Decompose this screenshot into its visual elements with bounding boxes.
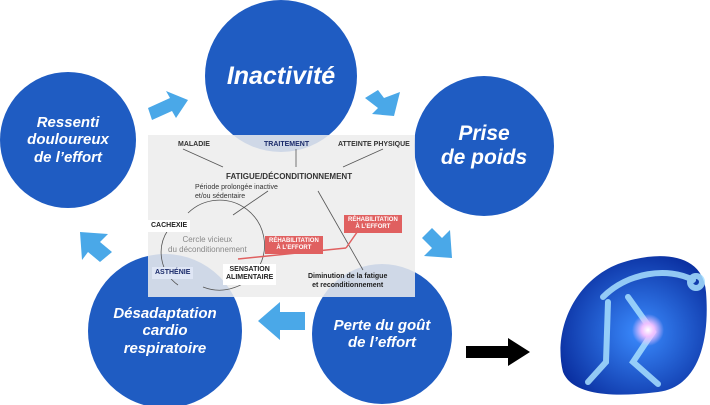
label-prise-poids: Prise de poids — [440, 121, 528, 169]
label-sensation-alimentaire: SENSATION ALIMENTAIRE — [223, 264, 277, 285]
circle-inactivite: Inactivité — [205, 0, 357, 152]
label-desadaptation: Désadaptation cardio respiratoire — [113, 305, 217, 357]
circle-desadaptation: Désadaptation cardio respiratoire — [88, 254, 242, 405]
arrow-prise-to-perte — [422, 228, 452, 258]
label-periode: Période prolongée inactive et/ou sédenta… — [195, 184, 278, 200]
deconditioning-inset-image: MALADIE TRAITEMENT ATTEINTE PHYSIQUE FAT… — [148, 135, 415, 297]
arrow-desadaptation-to-ressenti — [80, 232, 112, 262]
arrow-perte-to-desadaptation — [258, 302, 305, 340]
knee-pain-glow — [632, 314, 664, 346]
circle-prise-poids: Prise de poids — [414, 76, 554, 216]
label-perte-gout: Perte du goût de l’effort — [333, 316, 431, 351]
knee-pain-body-image — [560, 256, 707, 395]
circle-ressenti: Ressenti douloureux de l’effort — [0, 72, 136, 208]
label-cachexie: CACHEXIE — [148, 220, 191, 233]
label-rehabilitation-1: RÉHABILITATION À L’EFFORT — [265, 236, 323, 255]
label-diminution: Diminution de la fatigue et reconditionn… — [308, 273, 388, 289]
label-maladie: MALADIE — [178, 141, 210, 148]
label-atteinte-physique: ATTEINTE PHYSIQUE — [338, 141, 410, 148]
label-fatigue: FATIGUE/DÉCONDITIONNEMENT — [226, 172, 353, 181]
arrow-to-image — [466, 338, 530, 366]
label-inactivite: Inactivité — [226, 61, 336, 90]
arrow-inactivite-to-prise — [365, 90, 400, 116]
label-asthenie: ASTHÉNIE — [152, 267, 194, 280]
label-traitement: TRAITEMENT — [264, 141, 310, 148]
label-cercle-vicieux: Cercle vicieux du déconditionnement — [168, 235, 247, 254]
body-silhouette — [585, 270, 705, 387]
arrow-ressenti-to-inactivite — [148, 91, 188, 120]
label-rehabilitation-2: RÉHABILITATION À L’EFFORT — [344, 215, 402, 234]
label-ressenti: Ressenti douloureux de l’effort — [27, 114, 109, 166]
inset-arrows — [160, 148, 384, 291]
